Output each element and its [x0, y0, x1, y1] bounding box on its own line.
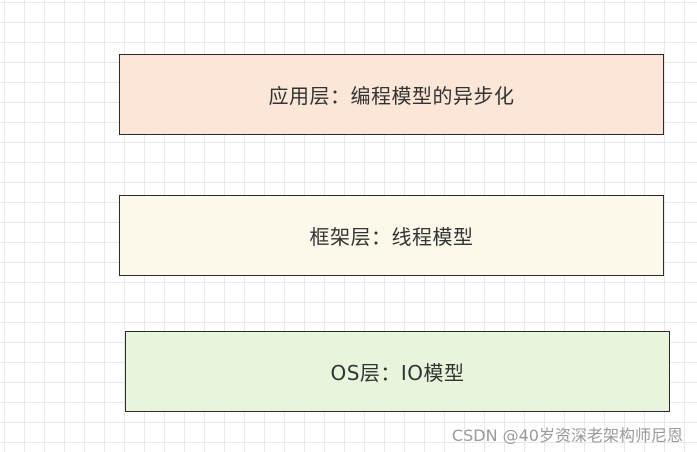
- framework-layer-box: 框架层：线程模型: [119, 195, 664, 276]
- application-layer-label: 应用层：编程模型的异步化: [268, 84, 515, 108]
- os-layer-box: OS层：IO模型: [125, 331, 670, 412]
- csdn-watermark: CSDN @40岁资深老架构师尼恩: [451, 426, 683, 445]
- application-layer-box: 应用层：编程模型的异步化: [119, 54, 664, 135]
- os-layer-label: OS层：IO模型: [330, 361, 465, 385]
- framework-layer-label: 框架层：线程模型: [309, 225, 474, 249]
